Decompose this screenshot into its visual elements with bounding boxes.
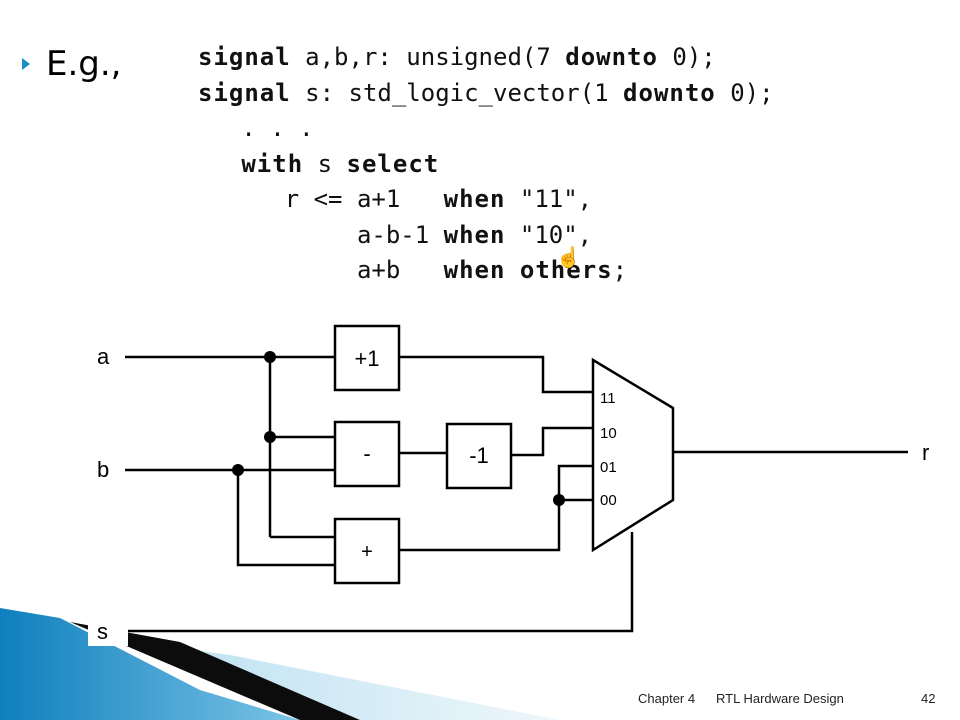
input-label-b: b	[97, 457, 109, 482]
junction-dot	[232, 464, 244, 476]
mux-input-label: 10	[600, 425, 617, 442]
code-line: with s select	[198, 147, 774, 183]
code-line: signal s: std_logic_vector(1 downto 0);	[198, 76, 774, 112]
input-label-a: a	[97, 344, 110, 369]
code-text: "10",	[505, 220, 593, 249]
code-keyword: downto	[623, 78, 716, 107]
wire-minus-one-out	[511, 426, 593, 457]
code-keyword: when	[443, 220, 506, 249]
hand-cursor-icon: ☝	[556, 247, 581, 269]
footer-page-number: 42	[921, 691, 936, 706]
block-plus-one-label: +1	[354, 346, 379, 371]
bullet-text: E.g.,	[46, 44, 122, 84]
mux	[591, 357, 675, 553]
code-text: 0);	[657, 43, 716, 71]
block-minus-one	[445, 422, 513, 490]
block-minus	[333, 420, 401, 488]
block-plus	[333, 517, 401, 585]
code-text: a-b-1	[198, 220, 444, 249]
code-line: a+b when others;	[198, 253, 774, 289]
code-text: s: std_logic_vector(1	[290, 78, 624, 107]
mux-input-label: 01	[600, 459, 617, 476]
circuit-diagram: +1 - -1 + 11 10 01 00 a b r	[97, 324, 929, 633]
corner-decoration: s	[0, 608, 560, 720]
junction-dot	[264, 431, 276, 443]
wire-b-to-plus	[236, 470, 335, 567]
vhdl-code-block: signal a,b,r: unsigned(7 downto 0);signa…	[198, 40, 774, 289]
block-plus-one	[333, 324, 401, 392]
mux-input-label: 11	[600, 390, 616, 407]
footer-title: RTL Hardware Design	[716, 691, 844, 706]
output-label-r: r	[922, 440, 929, 465]
code-text	[198, 150, 241, 178]
code-text: a,b,r: unsigned(7	[290, 43, 566, 71]
block-plus-label: +	[361, 541, 373, 563]
wire-plus-out	[399, 464, 593, 552]
code-keyword: when	[443, 256, 506, 284]
wire-s	[125, 532, 634, 633]
code-line: a-b-1 when "10",	[198, 218, 774, 254]
code-text: 0);	[715, 78, 774, 107]
code-text: . . .	[198, 114, 314, 142]
wire-plus-one-out	[399, 355, 593, 394]
block-minus-label: -	[363, 441, 370, 466]
code-keyword: downto	[565, 43, 658, 71]
code-keyword: select	[346, 149, 440, 178]
code-keyword: signal	[198, 43, 291, 71]
code-keyword: when	[443, 185, 506, 213]
bullet-arrow-icon	[22, 58, 30, 70]
footer-chapter: Chapter 4	[638, 691, 696, 706]
code-line: signal a,b,r: unsigned(7 downto 0);	[198, 40, 774, 76]
block-minus-one-label: -1	[469, 443, 489, 468]
code-text: r <= a+1	[198, 185, 444, 213]
code-text: s	[303, 149, 347, 178]
code-text: a+b	[198, 256, 444, 284]
code-keyword: others	[519, 256, 613, 284]
code-text: "11",	[505, 185, 593, 213]
code-line: r <= a+1 when "11",	[198, 182, 774, 218]
junction-dot	[553, 494, 565, 506]
code-line: . . .	[198, 111, 774, 147]
junction-dot	[264, 351, 276, 363]
code-text: ;	[612, 256, 628, 284]
mux-input-label: 00	[600, 492, 617, 509]
input-label-s: s	[97, 619, 108, 644]
code-keyword: with	[241, 149, 304, 178]
code-keyword: signal	[198, 78, 291, 107]
code-text	[505, 256, 519, 284]
